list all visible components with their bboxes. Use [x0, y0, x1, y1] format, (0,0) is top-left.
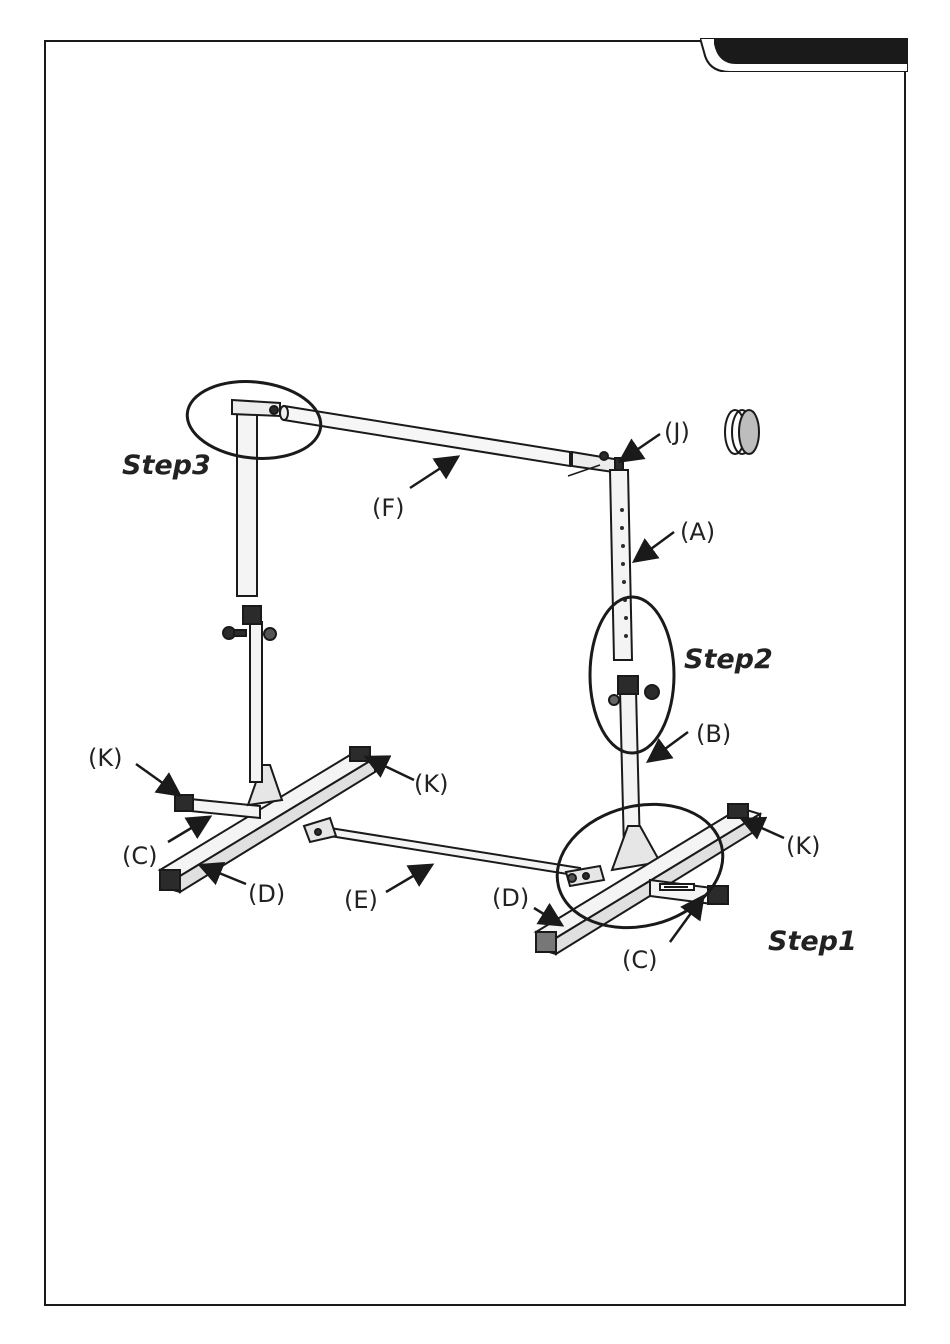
- ring-icon: [725, 410, 759, 454]
- step1-label: Step1: [768, 926, 857, 957]
- top-bar: [280, 406, 623, 476]
- label-d-left: (D): [248, 880, 285, 908]
- label-e: (E): [344, 886, 378, 914]
- label-k-left-inner: (K): [414, 770, 448, 798]
- left-base: [160, 747, 375, 892]
- arrow-c-right: [670, 898, 702, 942]
- arrow-d-right: [534, 908, 560, 924]
- arrow-a: [636, 532, 674, 560]
- label-d-right: (D): [492, 884, 529, 912]
- arrow-f: [410, 458, 456, 488]
- step3-label: Step3: [122, 450, 211, 481]
- label-c-right: (C): [622, 946, 657, 974]
- label-k-left-outer: (K): [88, 744, 122, 772]
- label-j: (J): [664, 418, 690, 446]
- step2-label: Step2: [684, 644, 773, 675]
- arrow-c-left: [168, 818, 208, 842]
- cross-bar: [304, 818, 604, 886]
- label-k-right: (K): [786, 832, 820, 860]
- arrow-k-left-outer: [136, 764, 178, 794]
- arrow-j: [622, 434, 660, 460]
- arrow-e: [386, 866, 430, 892]
- label-a: (A): [680, 518, 715, 546]
- label-f: (F): [372, 494, 405, 522]
- label-b: (B): [696, 720, 731, 748]
- label-c-left: (C): [122, 842, 157, 870]
- arrow-b: [650, 732, 688, 760]
